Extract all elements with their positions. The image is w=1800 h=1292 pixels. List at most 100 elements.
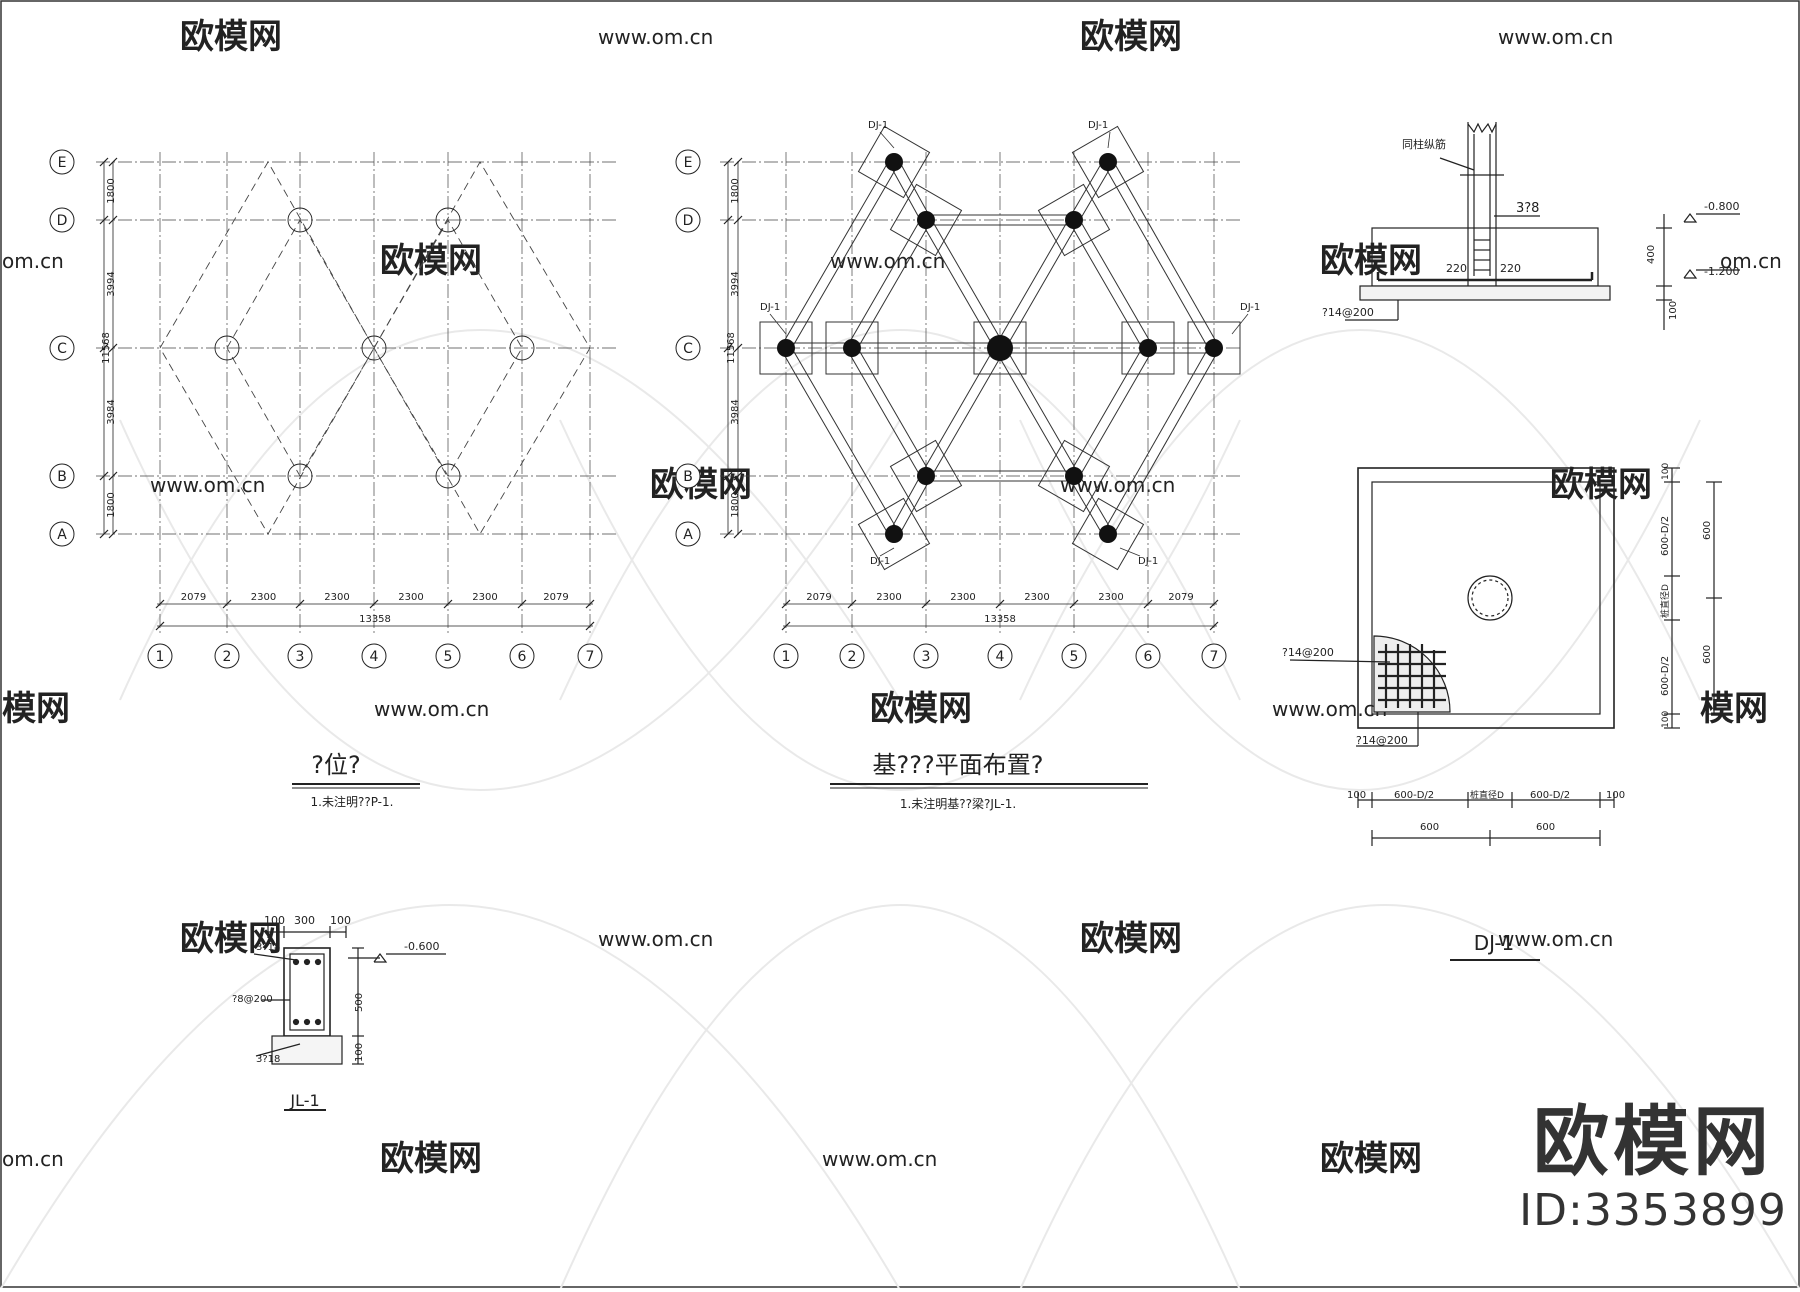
foundation-beam (1103, 345, 1211, 532)
axis-bubble (147, 643, 173, 669)
dimension-tick (295, 599, 305, 609)
dimension-tick (108, 471, 118, 481)
beam-height: 500 (354, 993, 365, 1012)
plan-center-note: 1.未注明基??梁?JL-1. (900, 796, 1016, 811)
foundation-beam (1003, 222, 1079, 351)
axis-bubble (675, 149, 701, 175)
dimension-tick (99, 157, 109, 167)
foundation-beam (1077, 350, 1153, 479)
dimension-tick (723, 529, 733, 539)
axis-label: 1 (782, 649, 791, 665)
watermark-brand: 欧模网 (380, 1139, 482, 1179)
axis-bubble (49, 149, 75, 175)
dimension-tick (847, 599, 857, 609)
watermark-brand: 模网 (2, 689, 70, 729)
dim-text: 600 (1420, 822, 1439, 833)
axis-label: 2 (223, 649, 232, 665)
column-position (435, 207, 461, 233)
axis-label: 4 (996, 649, 1005, 665)
leader-line (879, 131, 895, 149)
foundation-beam (1069, 345, 1145, 474)
axis-bubble (509, 643, 535, 669)
column-position (214, 335, 240, 361)
pile-column (1205, 339, 1223, 357)
leader-line (769, 313, 787, 335)
axis-bubble (577, 643, 603, 669)
axis-label: C (683, 341, 693, 357)
dim-text: 桩直径D (1470, 789, 1504, 801)
axis-label: E (58, 155, 67, 171)
dimension-tick (733, 215, 743, 225)
axis-label: D (683, 213, 694, 229)
pile-column (987, 335, 1013, 361)
axis-bubble (675, 335, 701, 361)
pile-column (917, 211, 935, 229)
foundation-beam (847, 350, 923, 479)
axis-label: 7 (1210, 649, 1219, 665)
dimension-tick (155, 621, 165, 631)
dimension-tick (921, 599, 931, 609)
dimension-tick (723, 343, 733, 353)
footing-tag: DJ-1 (1138, 556, 1158, 567)
watermark-text-layer: 欧模网 www.om.cn 欧模网 www.om.cn om.cn 欧模网 ww… (2, 17, 1782, 1179)
plan-left-note: 1.未注明??P-1. (311, 794, 394, 809)
dimension-tick (369, 599, 379, 609)
watermark-brand: 模网 (1700, 689, 1768, 729)
footing-tag: DJ-1 (870, 556, 890, 567)
foundation-beam (1077, 473, 1113, 532)
footing-pad (1121, 321, 1175, 375)
dimension-text: 3994 (730, 271, 741, 296)
dimension-tick (1209, 621, 1219, 631)
dimension-tick (443, 599, 453, 609)
footing-tag: DJ-1 (760, 302, 780, 313)
pile-column (1065, 467, 1083, 485)
watermark-url: www.om.cn (1498, 25, 1613, 49)
pile-column (1065, 211, 1083, 229)
footing-pad (889, 183, 963, 257)
dimension-tick (733, 343, 743, 353)
pile-column (1099, 153, 1117, 171)
watermark-layer (0, 329, 1800, 1291)
brand-id: ID:3353899 (1519, 1185, 1787, 1236)
dim-text: 100 (1347, 790, 1366, 801)
dimension-text: 3984 (106, 399, 117, 424)
footing-pad (857, 125, 931, 199)
dim-text: 600-D/2 (1660, 656, 1671, 696)
watermark-url: www.om.cn (1498, 927, 1613, 951)
dimension-text: 2300 (1024, 592, 1049, 603)
watermark-url: om.cn (2, 1147, 64, 1171)
axis-bubble (773, 643, 799, 669)
dimension-text: 2079 (1168, 592, 1193, 603)
watermark-brand: 欧模网 (180, 17, 282, 57)
dimension-tick (1069, 599, 1079, 609)
dimension-tick (723, 215, 733, 225)
section-label-mesh: ?14@200 (1322, 306, 1374, 319)
plan-center-title: 基???平面布置? (873, 751, 1044, 779)
roof-outline (373, 161, 591, 535)
dimension-tick (585, 621, 595, 631)
footing-pad (857, 497, 931, 571)
dimension-text: 2300 (876, 592, 901, 603)
dimension-text: 1800 (730, 492, 741, 517)
dimension-tick (781, 599, 791, 609)
beam-width-left: 100 (264, 914, 285, 927)
dimension-text: 13358 (359, 614, 391, 625)
dimension-tick (1143, 599, 1153, 609)
watermark-brand: 欧模网 (1080, 17, 1182, 57)
dimension-text: 3994 (106, 271, 117, 296)
leader-line (1107, 131, 1111, 149)
watermark-brand: 欧模网 (180, 919, 282, 959)
axis-label: E (684, 155, 693, 171)
mesh-label-y: ?14@200 (1356, 734, 1408, 747)
foundation-beam (781, 350, 891, 537)
axis-bubble (49, 207, 75, 233)
dimension-tick (517, 599, 527, 609)
pile-column (843, 339, 861, 357)
dimension-text: 11568 (101, 332, 112, 364)
dimension-tick (155, 599, 165, 609)
dimension-text: 1800 (106, 178, 117, 203)
footing-pad (1037, 183, 1111, 257)
beam-top-bars: 3?18 (256, 942, 280, 953)
foundation-beam (929, 350, 1005, 479)
